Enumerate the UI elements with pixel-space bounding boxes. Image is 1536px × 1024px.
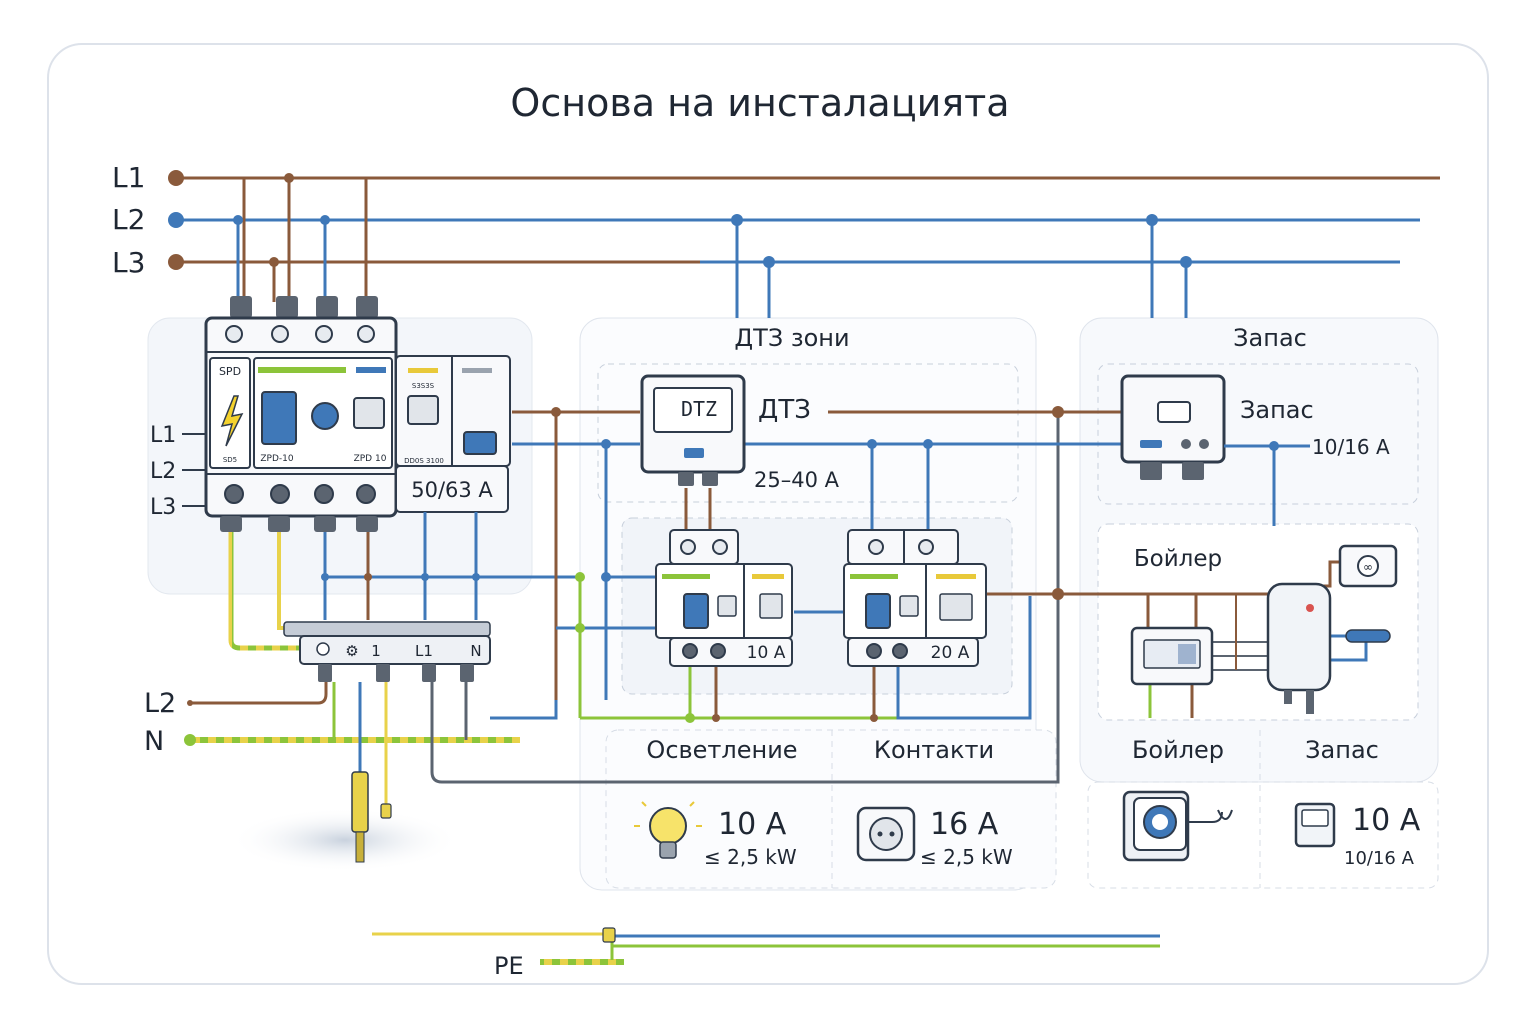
spd-label: SPD	[219, 365, 241, 378]
breaker-sockets-rating: 20 A	[931, 643, 970, 663]
circuit-lighting-label: Осветление	[646, 736, 797, 764]
module-tag-1: S3S3S	[412, 382, 435, 390]
neutral-busbar: ⚙	[283, 621, 491, 682]
circuit-sockets-label: Контакти	[874, 736, 994, 764]
module-label-2: ZPD 10	[354, 454, 387, 464]
panel-l1-label: L1	[150, 423, 176, 448]
spec-lighting-power: ≤ 2,5 kW	[704, 845, 797, 869]
spec-sockets-rating: 16 A	[930, 807, 999, 842]
spec-sockets-power: ≤ 2,5 kW	[920, 845, 1013, 869]
panel-label-leaders	[182, 433, 206, 507]
breaker-sockets	[843, 529, 987, 667]
breaker-lighting	[655, 529, 793, 667]
rcd-spec-box	[605, 729, 1057, 889]
svg-text:⚙: ⚙	[345, 642, 358, 660]
busbar-n: N	[470, 642, 481, 660]
rcd-rating: 25–40 A	[754, 468, 840, 492]
l2-terminal	[168, 212, 184, 228]
panel-l2-label: L2	[150, 459, 176, 484]
bulb-icon	[634, 801, 702, 859]
bottom-n-label: N	[144, 726, 164, 757]
main-feed-wires	[233, 173, 368, 302]
boiler-section-title: Бойлер	[1134, 546, 1222, 572]
water-heater-icon	[1266, 582, 1332, 714]
boiler-wires	[1146, 560, 1368, 718]
busbar-terminal-1: 1	[371, 642, 381, 660]
lightning-icon	[220, 395, 244, 447]
boiler-outlet-icon: ∞	[1338, 544, 1398, 588]
main-distribution-panel	[204, 296, 511, 532]
reserve-device	[1120, 374, 1226, 480]
l3-terminal	[168, 254, 184, 270]
thermostat-probe-icon	[1345, 629, 1391, 643]
module-tag-2: DD0S 3100	[404, 457, 444, 465]
supply-l3-label: L3	[112, 246, 145, 279]
rcd-feed-wires	[512, 406, 1316, 723]
rcd-device-text: DTZ	[681, 397, 717, 421]
spd-tag: SD5	[223, 456, 237, 464]
rcd-device	[640, 374, 746, 486]
breaker-lighting-handle[interactable]	[683, 593, 709, 629]
boiler-socket-icon	[1122, 790, 1233, 862]
reserve-zone-title: Запас	[1233, 324, 1307, 352]
breaker-lighting-rating: 10 A	[747, 643, 786, 663]
zone-feed-wires	[731, 214, 1192, 318]
panel-l3-label: L3	[150, 495, 176, 520]
supply-l2-label: L2	[112, 203, 145, 236]
l1-terminal	[168, 170, 184, 186]
page-title: Основа на инсталацията	[510, 81, 1009, 125]
ground-rod	[351, 771, 392, 863]
boiler-controller	[1130, 626, 1214, 686]
rcd-device-box	[597, 363, 1019, 503]
reserve-device-label: Запас	[1240, 396, 1314, 424]
rcd-zone-title: ДТЗ зони	[734, 324, 849, 352]
rcd-device-label: ДТЗ	[758, 395, 811, 425]
bottom-l2-label: L2	[144, 688, 176, 719]
pe-conductor	[372, 927, 1160, 965]
reserve-label: Запас	[1305, 736, 1379, 764]
spec-lighting-rating: 10 A	[718, 807, 787, 842]
main-switch-handle[interactable]	[261, 391, 297, 445]
busbar-l1: L1	[415, 642, 433, 660]
supply-bus	[168, 170, 1440, 270]
incoming-bottom-wires	[184, 412, 1060, 820]
reserve-wires	[1224, 441, 1310, 526]
reserve-spec-sub: 10/16 A	[1344, 848, 1415, 869]
main-switch-rating: 50/63 A	[411, 478, 493, 502]
socket-icon	[856, 806, 916, 862]
reserve-device-rating: 10/16 A	[1312, 435, 1390, 459]
reserve-spec-rating: 10 A	[1352, 803, 1421, 838]
breaker-sockets-handle[interactable]	[865, 593, 891, 629]
reserve-spec-box	[1087, 781, 1439, 889]
supply-l1-label: L1	[112, 161, 145, 194]
ground-area	[230, 808, 460, 872]
svg-text:∞: ∞	[1363, 560, 1373, 574]
module-label-1: ZPD-10	[260, 454, 293, 464]
reserve-device-box	[1097, 363, 1419, 505]
test-button[interactable]	[311, 402, 339, 430]
pe-label: PE	[494, 952, 524, 980]
boiler-label: Бойлер	[1132, 736, 1224, 764]
reserve-switch-icon	[1294, 802, 1336, 848]
